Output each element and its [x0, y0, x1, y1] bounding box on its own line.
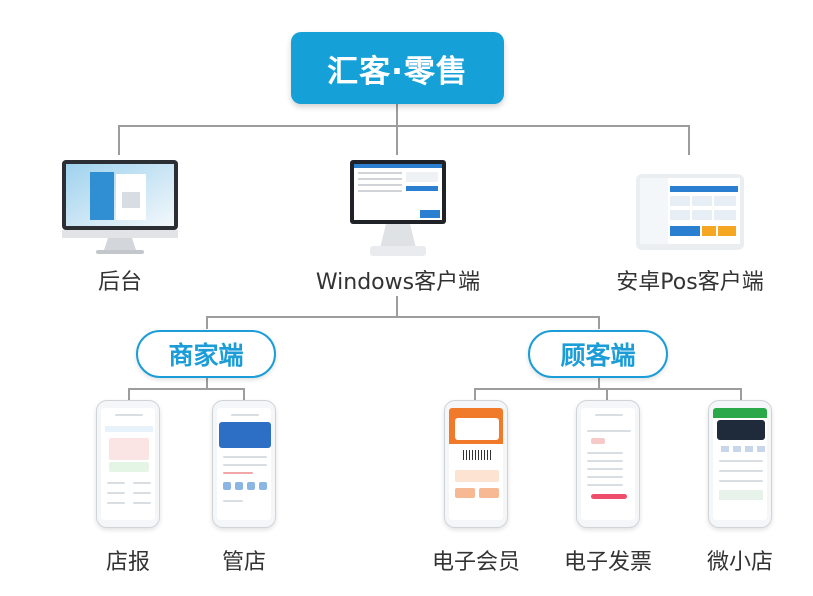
connector-customer-down: [598, 377, 600, 389]
connector-top-horizontal: [118, 125, 690, 127]
label-micro-store: 微小店: [706, 550, 773, 575]
label-manage-store: 管店: [221, 550, 266, 575]
title-text: 汇客·零售: [327, 53, 468, 90]
label-backend: 后台: [97, 270, 142, 295]
connector-merchant-down: [206, 377, 208, 389]
pill-merchant: 商家端: [136, 330, 276, 378]
connector-member-drop: [474, 388, 476, 400]
pos-terminal-icon: [346, 158, 450, 260]
connector-windows-drop: [396, 125, 398, 155]
phone-e-invoice: [576, 400, 640, 528]
connector-merchant-drop: [206, 316, 208, 329]
label-android-client: 安卓Pos客户端: [616, 270, 764, 295]
connector-merchant-horizontal: [128, 388, 244, 390]
title-box: 汇客·零售: [291, 32, 504, 104]
label-e-invoice: 电子发票: [563, 550, 652, 575]
pill-merchant-label: 商家端: [168, 341, 244, 370]
connector-mid-horizontal: [206, 316, 600, 318]
connector-android-drop: [688, 125, 690, 155]
connector-windows-down: [396, 296, 398, 316]
phone-manage-store: [212, 400, 276, 528]
pill-customer-label: 顾客端: [560, 341, 636, 370]
connector-report-drop: [128, 388, 130, 400]
tablet-icon: [636, 174, 744, 250]
label-daily-report: 店报: [105, 550, 150, 575]
phone-e-member: [444, 400, 508, 528]
label-windows-client: Windows客户端: [315, 270, 481, 295]
phone-daily-report: [96, 400, 160, 528]
pill-customer: 顾客端: [528, 330, 668, 378]
label-e-member: 电子会员: [431, 550, 520, 575]
phone-micro-store: [708, 400, 772, 528]
connector-invoice-drop: [606, 388, 608, 400]
connector-customer-horizontal: [474, 388, 742, 390]
connector-manage-drop: [243, 388, 245, 400]
connector-microstore-drop: [740, 388, 742, 400]
monitor-icon: [60, 158, 180, 256]
connector-title-down: [396, 104, 398, 126]
connector-customer-drop: [598, 316, 600, 329]
connector-backend-drop: [118, 125, 120, 155]
